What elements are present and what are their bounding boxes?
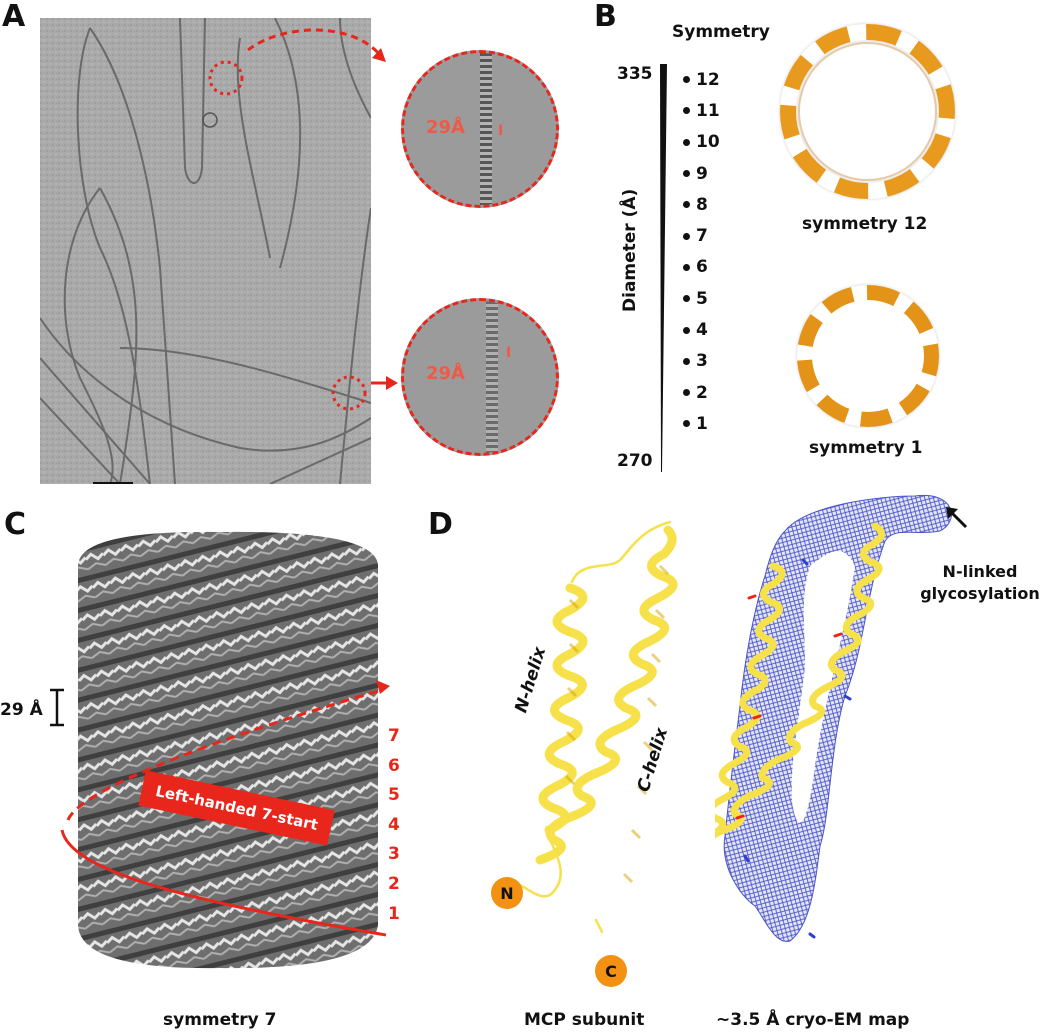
inset-bottom-marker: I (506, 345, 512, 361)
inset-bottom: 29Å I (401, 298, 559, 456)
panel-letter-b: B (594, 0, 617, 34)
spacing-bracket (50, 688, 64, 727)
symmetry-item: 6 (683, 252, 720, 283)
symmetry-item: 12 (683, 64, 720, 95)
symmetry-item: 11 (683, 95, 720, 126)
filament-stripe (486, 301, 498, 453)
symmetry-item: 2 (683, 377, 720, 408)
start-number: 3 (388, 844, 400, 865)
caption-cryo-em-map: ~3.5 Å cryo-EM map (716, 1010, 910, 1030)
glycosylation-arrow (946, 507, 968, 529)
start-number: 1 (388, 903, 400, 924)
panel-letter-d: D (428, 507, 453, 542)
diameter-wedge (660, 64, 667, 472)
ring-inner-edge (798, 42, 937, 181)
symmetry-item: 9 (683, 158, 720, 189)
micrograph (40, 18, 371, 484)
glycosylation-label: N-linked glycosylation (920, 562, 1040, 603)
symmetry-item: 8 (683, 189, 720, 220)
mcp-subunit-ribbon (520, 520, 678, 934)
filament-outlines (40, 18, 371, 484)
helix-start-numbers: 7 6 5 4 3 2 1 (388, 722, 400, 929)
ring-symmetry-1 (797, 285, 939, 427)
panel-letter-a: A (2, 0, 26, 34)
n-terminus-marker: N (491, 877, 523, 909)
caption-symmetry-7: symmetry 7 (163, 1010, 277, 1030)
inset-top-spacing-label: 29Å (426, 117, 465, 138)
inset-bottom-spacing-label: 29Å (426, 363, 465, 384)
symmetry-list: 12 11 10 9 8 7 6 5 4 3 2 1 (683, 64, 720, 440)
start-number: 5 (388, 785, 400, 806)
spacing-label-29: 29 Å (0, 700, 43, 720)
panel-letter-c: C (4, 507, 27, 542)
scale-bar (93, 482, 133, 484)
symmetry-item: 1 (683, 408, 720, 439)
symmetry-item: 10 (683, 127, 720, 158)
symmetry-item: 3 (683, 346, 720, 377)
symmetry-item: 7 (683, 220, 720, 251)
start-number: 4 (388, 814, 400, 835)
highlight-circle-bottom (331, 375, 367, 411)
cryo-em-density-map (715, 494, 952, 942)
callout-arrows (247, 28, 398, 390)
symmetry-column-title: Symmetry (672, 22, 770, 42)
inset-top: 29Å I (401, 50, 559, 208)
axis-max-label: 335 (617, 64, 653, 84)
start-number: 2 (388, 873, 400, 894)
filament-stripe (480, 53, 492, 205)
highlight-circle-top (208, 60, 244, 96)
symmetry-item: 5 (683, 283, 720, 314)
axis-min-label: 270 (617, 451, 653, 471)
start-number: 7 (388, 726, 400, 746)
c-terminus-marker: C (595, 955, 627, 987)
ring-caption-12: symmetry 12 (802, 214, 928, 234)
filament-3d-model (60, 531, 390, 969)
ring-caption-1: symmetry 1 (809, 438, 923, 458)
diameter-axis-label: Diameter (Å) (620, 188, 640, 312)
inset-top-marker: I (498, 123, 504, 139)
start-number: 6 (388, 755, 400, 776)
symmetry-item: 4 (683, 314, 720, 345)
caption-mcp-subunit: MCP subunit (524, 1010, 645, 1030)
